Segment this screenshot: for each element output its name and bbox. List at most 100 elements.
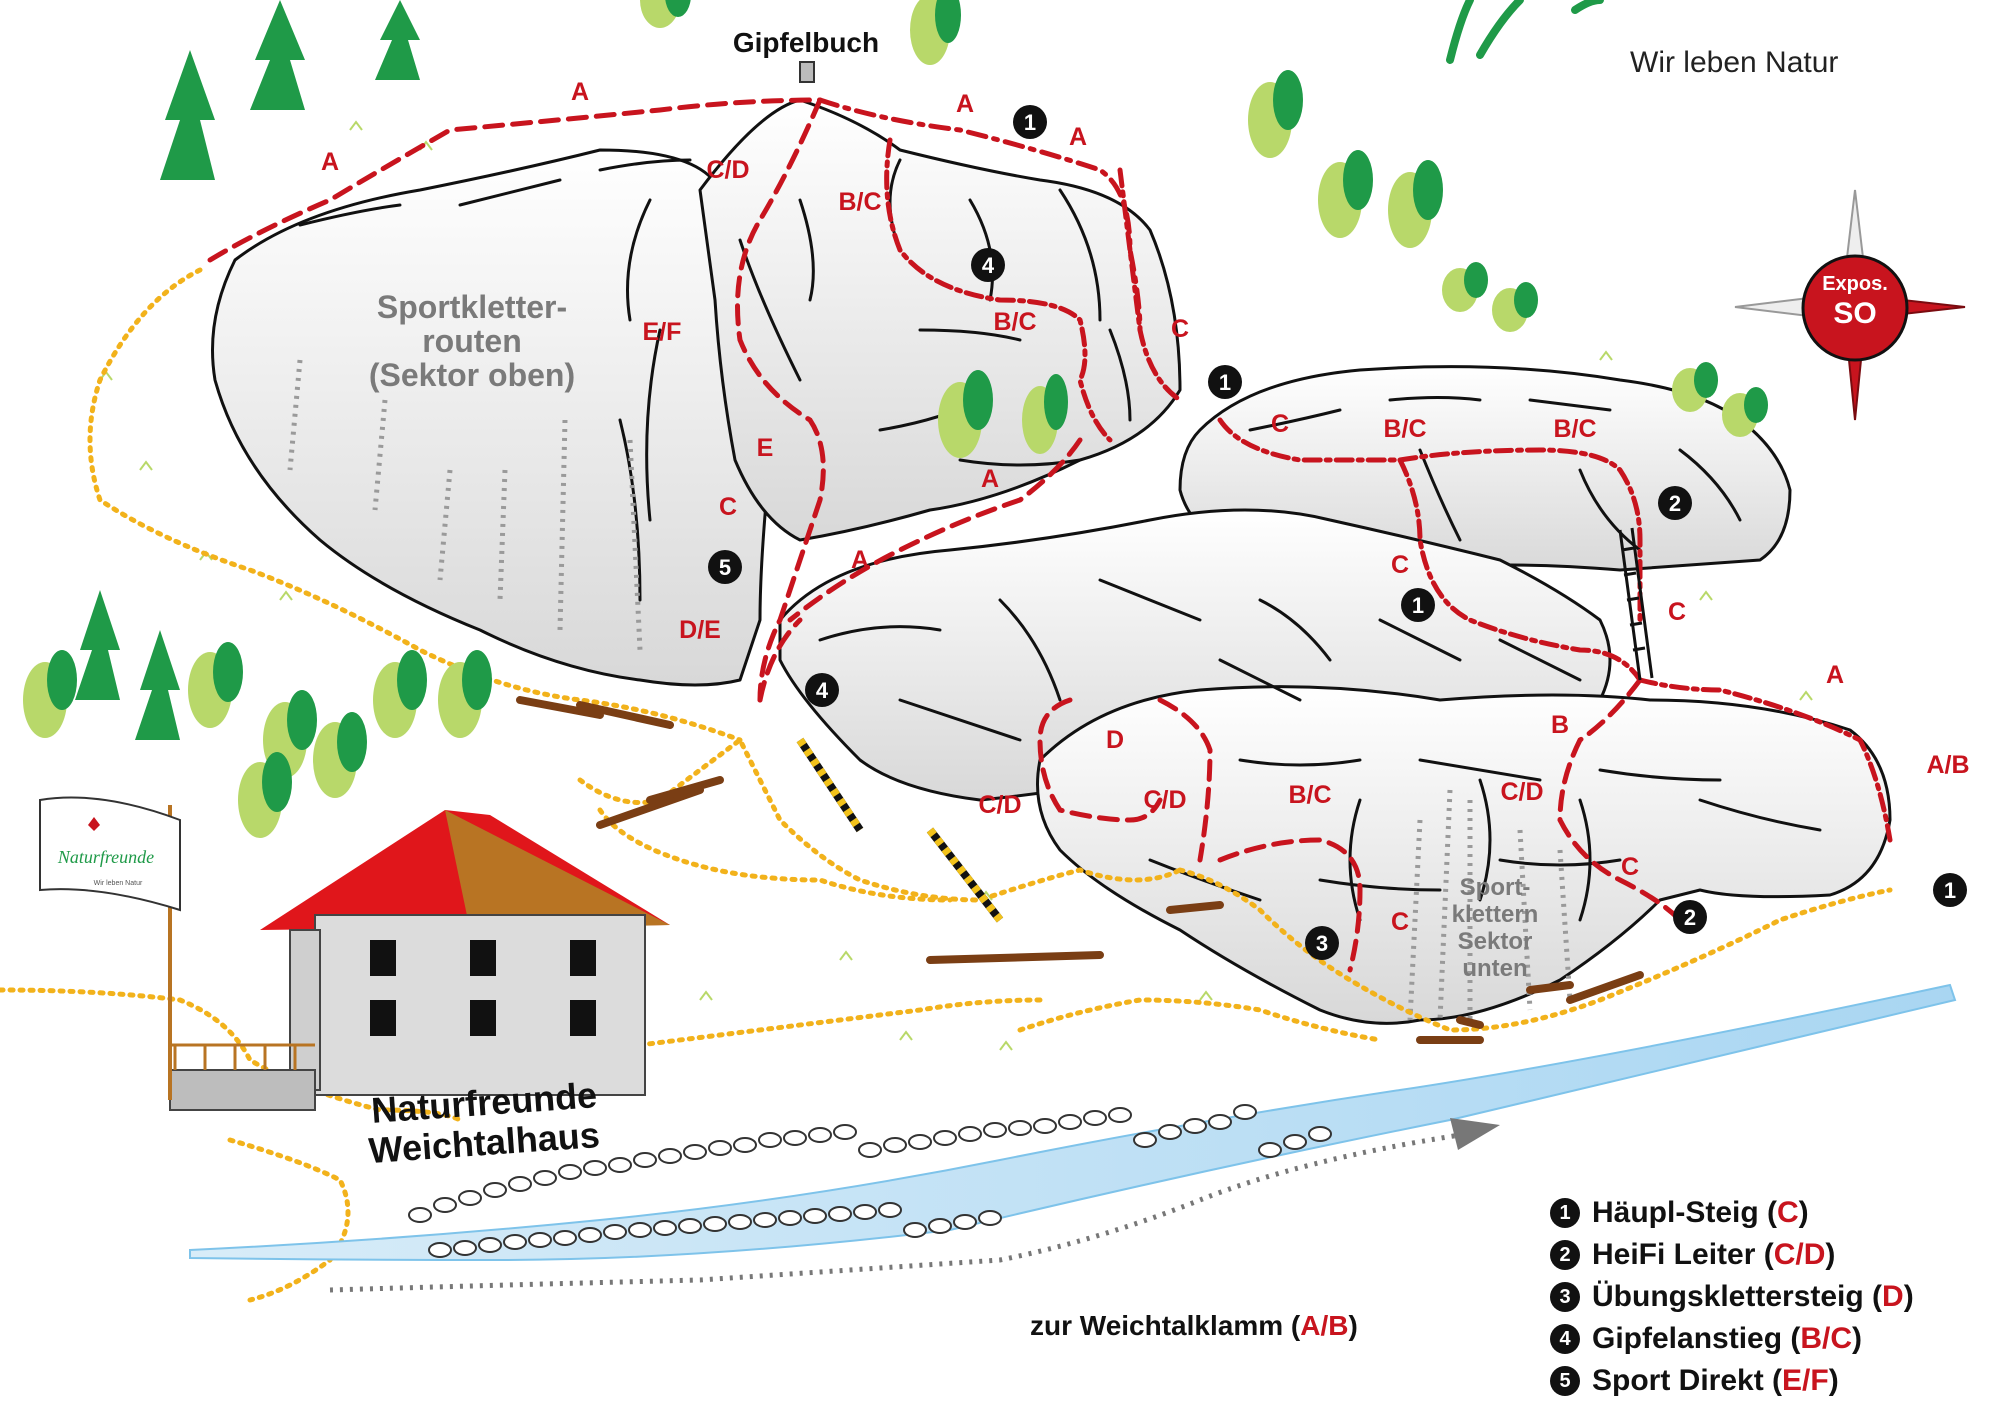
grade-label: B/C bbox=[1383, 415, 1426, 443]
arrow-right-icon bbox=[1450, 1118, 1500, 1150]
grade-label: C bbox=[1621, 853, 1639, 881]
river-stones bbox=[408, 1104, 1332, 1258]
route-line-c-3 bbox=[1217, 837, 1363, 973]
legend-route-name: Häupl-Steig bbox=[1592, 1196, 1759, 1229]
route-marker-badge bbox=[1401, 588, 1435, 622]
grade-label: A bbox=[571, 78, 589, 106]
rock-summit bbox=[698, 98, 1182, 542]
grade-label: B/C bbox=[838, 188, 881, 216]
legend-route-grade: D bbox=[1882, 1280, 1904, 1313]
grade-label: A bbox=[321, 148, 339, 176]
grade-label: B/C bbox=[993, 308, 1036, 336]
route-line-bc-upper bbox=[1217, 417, 1643, 683]
route-line-bc-right bbox=[1397, 447, 1643, 623]
grade-label: A bbox=[956, 90, 974, 118]
legend-paren-close: ) bbox=[1852, 1322, 1863, 1355]
climbing-routes-red bbox=[207, 97, 1893, 973]
river bbox=[189, 983, 1957, 1262]
sport-routes-upper bbox=[287, 359, 643, 651]
flag-logo-text: Naturfreunde bbox=[57, 847, 154, 867]
grade-label: B/C bbox=[1288, 781, 1331, 809]
route-line-a-west bbox=[207, 97, 823, 263]
grade-label: A bbox=[1069, 123, 1087, 151]
naturfreunde-house bbox=[169, 810, 670, 1111]
route-line-dE bbox=[757, 617, 803, 703]
grade-label: A bbox=[1826, 661, 1844, 689]
compass-label: Expos. bbox=[1822, 273, 1888, 295]
route-line-cd-mid bbox=[1157, 697, 1213, 863]
brand-logo-swoosh bbox=[1446, 0, 1604, 64]
rock-west-upper bbox=[211, 148, 772, 687]
route-marker-5: 5 bbox=[708, 550, 742, 584]
grade-label: C bbox=[1391, 908, 1409, 936]
route-marker-number: 4 bbox=[816, 678, 829, 703]
rock-southeast bbox=[1036, 685, 1892, 1025]
route-line-bc-4 bbox=[884, 137, 1113, 443]
sector-lower-line4: unten bbox=[1462, 955, 1527, 982]
route-marker-number: 2 bbox=[1684, 905, 1696, 930]
legend-paren-open: ( bbox=[1782, 1322, 1801, 1355]
legend-paren-open: ( bbox=[1758, 1196, 1777, 1229]
route-marker-1: 1 bbox=[1013, 105, 1047, 139]
grade-label: C bbox=[1171, 315, 1189, 343]
route-line-d bbox=[1037, 697, 1163, 823]
legend-number-badge: 3 bbox=[1550, 1282, 1580, 1312]
route-marker-badge bbox=[1305, 926, 1339, 960]
route-marker-badge bbox=[1208, 365, 1242, 399]
gorge-trail bbox=[329, 1118, 1500, 1293]
route-line-c-east bbox=[1117, 167, 1183, 403]
grade-label: C/D bbox=[978, 791, 1021, 819]
legend-paren-close: ) bbox=[1828, 1364, 1839, 1397]
flag-tagline: Wir leben Natur bbox=[94, 880, 143, 887]
summit-book-icon bbox=[799, 61, 815, 83]
grade-label: C/D bbox=[1143, 786, 1186, 814]
route-marker-4: 4 bbox=[971, 248, 1005, 282]
route-marker-number: 5 bbox=[719, 555, 731, 580]
route-marker-number: 1 bbox=[1944, 878, 1956, 903]
deciduous-tree-icon bbox=[23, 0, 1768, 838]
route-line-cd bbox=[735, 97, 826, 703]
legend-number-badge: 4 bbox=[1550, 1324, 1580, 1354]
legend-paren-close: ) bbox=[1798, 1196, 1809, 1229]
route-marker-badge bbox=[1658, 486, 1692, 520]
route-marker-1: 1 bbox=[1401, 588, 1435, 622]
route-line-a-ledge bbox=[787, 437, 1083, 623]
route-marker-number: 4 bbox=[982, 253, 995, 278]
legend-route-name: Übungsklettersteig bbox=[1592, 1280, 1864, 1313]
legend-route-grade: C/D bbox=[1773, 1238, 1826, 1271]
compass-disc bbox=[1801, 254, 1909, 362]
legend-paren-close: ) bbox=[1903, 1280, 1914, 1313]
grade-label: C bbox=[1668, 598, 1686, 626]
brand-tagline: Wir leben Natur bbox=[1630, 46, 1838, 79]
route-marker-badge bbox=[971, 248, 1005, 282]
route-line-a-southeast bbox=[1637, 677, 1893, 843]
legend-route-grade: B/C bbox=[1800, 1322, 1853, 1355]
grade-label: D/E bbox=[679, 616, 721, 644]
legend-number-badge: 2 bbox=[1550, 1240, 1580, 1270]
route-marker-badge bbox=[1673, 900, 1707, 934]
grade-label: B bbox=[1551, 711, 1569, 739]
legend-paren-close: ) bbox=[1825, 1238, 1836, 1271]
route-marker-2: 2 bbox=[1673, 900, 1707, 934]
legend-route-name: HeiFi Leiter bbox=[1592, 1238, 1756, 1271]
map-text: Gipfelbuch Wir leben Natur Sportkletter-… bbox=[57, 27, 1888, 1341]
heifi-ladder-icon bbox=[1618, 527, 1654, 681]
sector-upper-line2: routen bbox=[422, 323, 522, 359]
grade-label: C bbox=[719, 493, 737, 521]
grade-label: B/C bbox=[1553, 415, 1596, 443]
route-marker-badge bbox=[805, 673, 839, 707]
route-marker-badge bbox=[1933, 873, 1967, 907]
route-marker-badge bbox=[1013, 105, 1047, 139]
legend-route-name: Sport Direkt bbox=[1592, 1364, 1764, 1397]
grade-label: E bbox=[757, 434, 774, 462]
route-marker-4: 4 bbox=[805, 673, 839, 707]
route-marker-number: 2 bbox=[1669, 491, 1681, 516]
naturfreunde-flag bbox=[39, 796, 181, 1100]
route-marker-3: 3 bbox=[1305, 926, 1339, 960]
sector-lower-line3: Sektor bbox=[1458, 928, 1533, 955]
